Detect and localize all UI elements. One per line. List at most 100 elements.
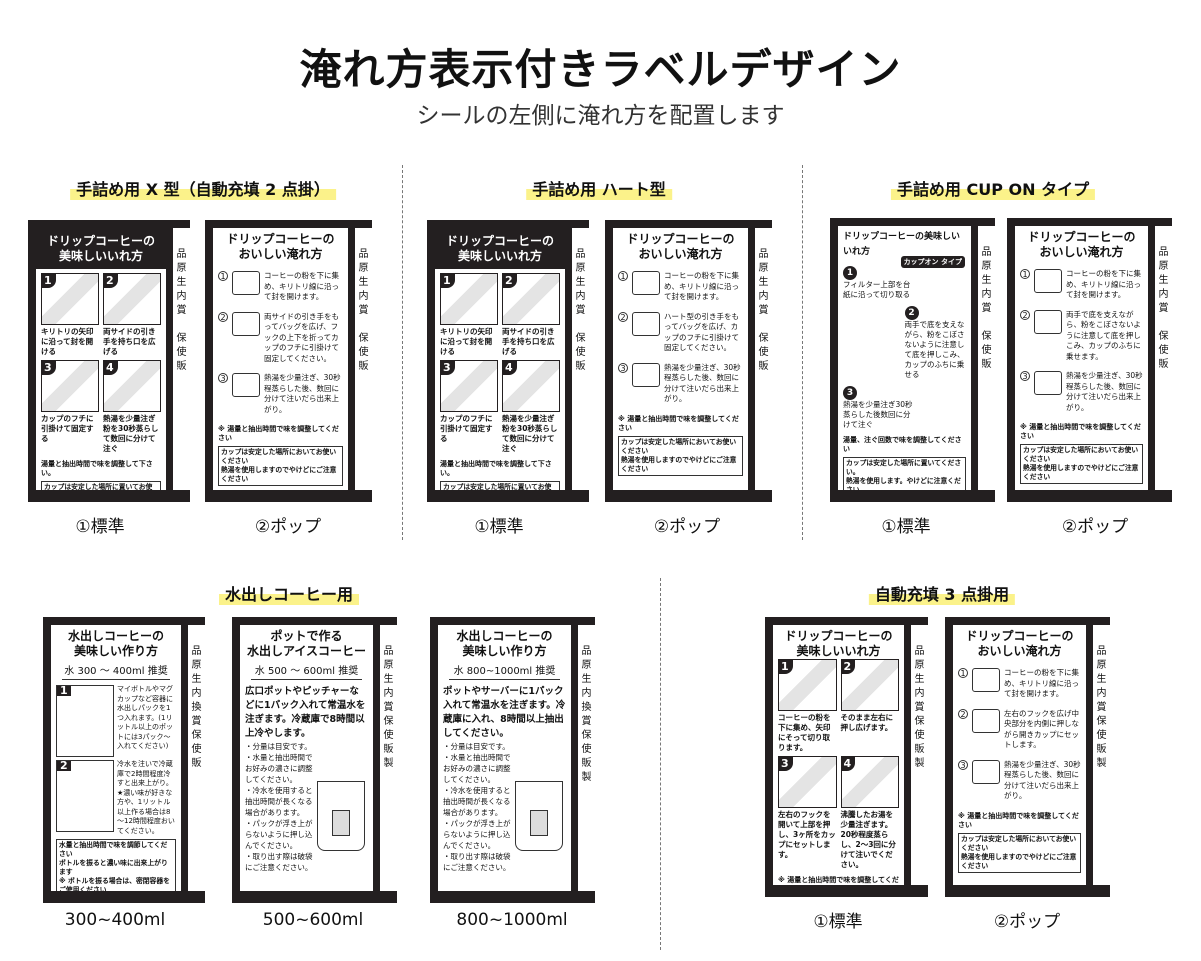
label-title-line: 美味しいいれ方	[796, 644, 881, 658]
label-title-line: 美味しいいれ方	[58, 249, 143, 263]
label-title-line: ドリップコーヒーの	[1027, 230, 1136, 244]
side-char: 品	[758, 249, 769, 260]
side-char: 保	[383, 716, 394, 727]
label-title: ポットで作る水出しアイスコーヒー	[245, 629, 368, 659]
step-number: 1	[57, 685, 71, 696]
label-note: ※ 湯量と抽出時間で味を調整してください	[958, 811, 1079, 829]
caption: ①標準	[75, 517, 125, 537]
step-illustration: 2	[502, 273, 560, 325]
caption: 500~600ml	[262, 910, 364, 930]
bullet-item: ・パックが浮き上がらないように押し込んでください。	[245, 819, 313, 850]
step-number: 1	[218, 271, 228, 281]
section-title: 自動充填 3 点掛用	[868, 581, 1016, 605]
step-text: 沸騰したお湯を少量注ぎます。20秒程度蒸らし、2～3回に分けて注いでください。	[840, 810, 896, 869]
side-char: 販	[176, 361, 187, 372]
bullet-item: ・水量と抽出時間でお好みの濃さに調整してください。	[443, 753, 511, 784]
label-title: ドリップコーヒーのおいしい淹れ方	[618, 232, 743, 262]
label-subtitle: 水 300 ～ 400ml 推奨	[62, 662, 170, 680]
section-title: 水出しコーヒー用	[218, 581, 360, 605]
side-char: 保	[758, 333, 769, 344]
side-char: 保	[575, 333, 586, 344]
step-illustration: 2	[56, 760, 114, 832]
side-char: 内	[383, 688, 394, 699]
caution-box: カップは安定した場所においてお使いください熱湯を使用しますのでやけどにご注意くだ…	[218, 446, 343, 486]
bullet-item: ・分量は目安です。	[245, 742, 312, 751]
side-char: 原	[981, 261, 992, 272]
step-illustration	[632, 271, 660, 295]
step-illustration: 3	[440, 360, 498, 412]
side-char: 品	[191, 646, 202, 657]
bullet-item: ・分量は目安です。	[443, 742, 510, 751]
caution-line: カップは安定した場所に置いてお使い下さい	[44, 483, 153, 490]
side-char	[978, 316, 995, 330]
step-number: 2	[1020, 309, 1030, 320]
side-char: 販	[758, 361, 769, 372]
caution-line: 熱湯を使用しますのでやけどにご注意ください	[1023, 464, 1139, 481]
step-illustration	[232, 373, 260, 397]
side-char: 生	[191, 674, 202, 685]
side-char: 品	[575, 249, 586, 260]
step-illustration	[972, 708, 1000, 733]
label-side-strip: 品原生内換賞保使販	[186, 625, 205, 891]
label-note: ※ 湯量と抽出時間で味を調整してください	[218, 425, 339, 442]
label-subtitle: 水 500 ～ 600ml 推奨	[251, 662, 362, 680]
label-title-line: ドリップコーヒーの	[965, 629, 1074, 643]
label-title-line: ドリップコーヒーの	[445, 234, 554, 248]
side-char: 品	[383, 646, 394, 657]
label-note: 湯量、注ぐ回数で味を調整してください	[843, 436, 962, 453]
page-subtitle: シールの左側に淹れ方を配置します	[416, 103, 785, 129]
side-char: 原	[358, 263, 369, 274]
step-number: 1	[618, 271, 628, 281]
side-char: 製	[914, 758, 925, 769]
step-number: 4	[841, 757, 856, 771]
bullet-item: ・冷水を使用すると抽出時間が長くなる場合があります。	[245, 786, 313, 817]
bullet-item: ・取り出す際は破袋にご注意ください。	[245, 852, 313, 872]
caption: ①標準	[474, 517, 524, 537]
side-char	[173, 318, 190, 332]
side-char: 生	[1158, 275, 1169, 286]
step-number: 3	[42, 361, 56, 375]
step-number: 2	[104, 274, 118, 288]
side-char: 品	[581, 646, 592, 657]
step-text: 両手で底を支えながら、粉をこぼさないように注意して底を押しこみ、カップのふちに乗…	[904, 320, 965, 379]
caution-line: 熱湯を使用します。やけどに注意ください。	[846, 477, 961, 490]
label-title-line: ドリップコーヒーの	[46, 234, 155, 248]
label-title: 水出しコーヒーの美味しい作り方	[56, 629, 176, 659]
label-side-strip: 品原生内賞 保使販	[570, 228, 589, 490]
side-char: 賞	[383, 702, 394, 713]
step-number: 2	[57, 760, 71, 771]
side-char: 生	[1096, 674, 1107, 685]
label-instructions: ポットやサーバーに1パック入れて常温水を注ぎます。冷蔵庫に入れ、8時間以上抽出し…	[443, 686, 566, 739]
step-number: 3	[441, 361, 455, 375]
step-number: 2	[904, 306, 919, 320]
side-char: 使	[383, 730, 394, 741]
caption: ②ポップ	[1061, 517, 1129, 537]
label-title-line: おいしい淹れ方	[1039, 245, 1124, 259]
step-illustration: 1	[41, 273, 99, 325]
side-char: 販	[1096, 744, 1107, 755]
step-illustration	[632, 311, 660, 336]
side-char: 販	[1158, 359, 1169, 370]
side-char: 品	[981, 247, 992, 258]
side-char: 生	[176, 277, 187, 288]
side-char: 使	[358, 347, 369, 358]
label-title: ドリップコーヒーのおいしい淹れ方	[958, 629, 1081, 659]
side-char: 原	[575, 263, 586, 274]
side-char: 販	[581, 758, 592, 769]
side-char: 賞	[1158, 303, 1169, 314]
label-instructions: 広口ポットやピッチャーなどに1パック入れて常温水を注ぎます。冷蔵庫で8時間以上冷…	[245, 686, 366, 739]
side-char: 保	[581, 730, 592, 741]
step-illustration: 4	[840, 756, 899, 808]
label-bullets: ・分量は目安です。・水量と抽出時間でお好みの濃さに調整してください。・冷水を使用…	[443, 741, 517, 873]
label-title-line: おいしい淹れ方	[638, 247, 723, 261]
